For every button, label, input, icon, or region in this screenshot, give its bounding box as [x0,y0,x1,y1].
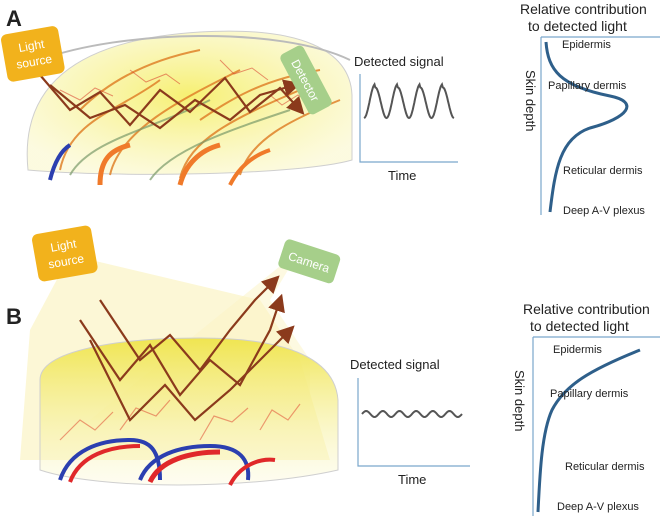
signal-plot-a: Detected signal Time [354,54,458,183]
light-source-box-b: Light source [32,225,98,282]
signal-plot-b: Detected signal Time [350,357,470,487]
light-source-box-a: Light source [1,26,65,82]
contribution-profile-b: Relative contribution to detected light … [512,301,660,516]
signal-axes-a [359,74,458,163]
contrib-title-a-line1: Relative contribution [520,1,647,17]
layer-papillary-a: Papillary dermis [548,80,627,92]
layer-reticular-a: Reticular dermis [563,165,643,177]
layer-plexus-b: Deep A-V plexus [557,501,639,513]
contribution-curve-a [544,41,629,213]
light-path-arrows-b [79,275,295,422]
layer-epidermis-b: Epidermis [553,344,602,356]
contrib-title-b-line1: Relative contribution [523,301,650,317]
light-source-label-a-line2: source [15,52,53,72]
layer-plexus-a: Deep A-V plexus [563,205,645,217]
tissue-illustration-a [26,30,353,186]
layer-reticular-b: Reticular dermis [565,461,645,473]
light-path-arrows-a [39,74,305,130]
signal-xlabel-b: Time [398,472,426,487]
layer-epidermis-a: Epidermis [562,39,611,51]
light-source-label-b-line2: source [47,251,85,271]
panel-b-letter: B [6,304,22,329]
light-source-label-b-line1: Light [49,236,78,254]
contrib-title-a-line2: to detected light [528,18,627,34]
signal-axes-b [357,378,470,467]
contribution-profile-a: Relative contribution to detected light … [520,1,660,217]
layer-papillary-b: Papillary dermis [550,388,629,400]
light-source-label-a-line1: Light [17,37,46,55]
contribution-curve-b [536,348,641,513]
camera-box-b: Camera [278,239,341,284]
signal-title-a: Detected signal [354,54,444,69]
panel-a-letter: A [6,6,22,31]
signal-trace-a [363,81,455,120]
signal-xlabel-a: Time [388,168,416,183]
depth-label-b: Skin depth [512,370,527,431]
depth-label-a: Skin depth [523,70,538,131]
signal-title-b: Detected signal [350,357,440,372]
contrib-title-b-line2: to detected light [530,318,629,334]
signal-trace-b [361,409,463,419]
